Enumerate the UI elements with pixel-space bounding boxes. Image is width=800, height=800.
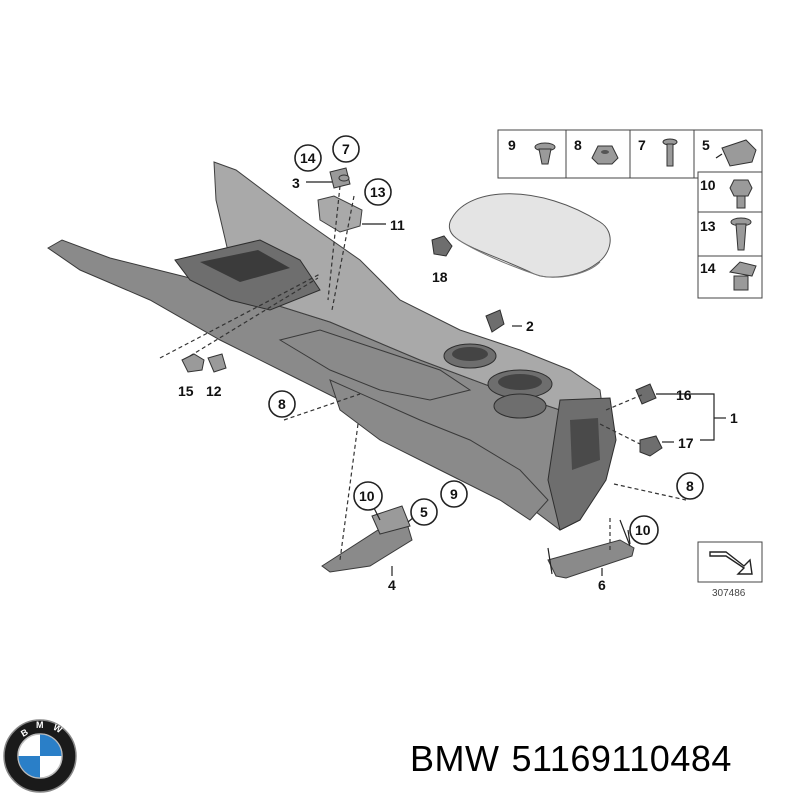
callout-4: 4	[388, 577, 396, 593]
callout-8-left: 8	[278, 396, 286, 412]
callout-7-top: 7	[342, 141, 350, 157]
clip-5-icon	[715, 139, 757, 167]
part-number: 51169110484	[511, 738, 732, 779]
bolt-10-icon	[729, 179, 753, 209]
reference-box: 307486	[697, 541, 763, 599]
clip-16	[635, 383, 657, 405]
callout-5-left: 5	[420, 504, 428, 520]
legend-label-14: 14	[700, 260, 716, 276]
armrest-lid	[448, 193, 611, 278]
reference-number: 307486	[712, 588, 746, 599]
nuts-15-12	[181, 353, 227, 373]
clip-2	[485, 309, 505, 333]
bracket-6	[547, 519, 635, 579]
callout-8-right: 8	[686, 478, 694, 494]
legend-label-7: 7	[638, 137, 646, 153]
clip-9-icon	[534, 142, 556, 165]
centre-console	[47, 161, 617, 531]
legend-label-9: 9	[508, 137, 516, 153]
callout-9-left: 9	[450, 486, 458, 502]
svg-text:B: B	[19, 727, 30, 739]
callout-17: 17	[678, 435, 694, 451]
callout-13-top: 13	[370, 184, 386, 200]
leader-lines	[159, 185, 687, 561]
legend-label-13: 13	[700, 218, 716, 234]
bracket-3	[329, 167, 351, 189]
bracket-4	[321, 505, 413, 573]
screw-13-icon	[730, 217, 752, 251]
legend-label-8: 8	[574, 137, 582, 153]
legend-top-row: 9 8 7 5 10 13 14	[497, 129, 763, 299]
callout-10-left: 10	[359, 488, 375, 504]
callout-15: 15	[178, 383, 194, 399]
brand-part-number: BMW 51169110484	[410, 738, 744, 780]
legend-label-5: 5	[702, 137, 710, 153]
callout-1: 1	[730, 410, 738, 426]
callouts: 14 7 3 13 11 18 2 15 12 8 16 1 17 8 10 5…	[178, 135, 738, 593]
clip-17	[639, 435, 663, 457]
bracket-11	[317, 195, 363, 233]
callout-14-top: 14	[300, 150, 316, 166]
screw-7-icon	[662, 138, 678, 167]
svg-text:M: M	[36, 720, 44, 730]
nut-14-icon	[728, 261, 757, 291]
callout-2: 2	[526, 318, 534, 334]
brand-name: BMW	[410, 738, 500, 779]
callout-16: 16	[676, 387, 692, 403]
callout-18: 18	[432, 269, 448, 285]
callout-12: 12	[206, 383, 222, 399]
callout-10-right: 10	[635, 522, 651, 538]
callout-11: 11	[390, 217, 405, 233]
callout-6: 6	[598, 577, 606, 593]
callout-3: 3	[292, 175, 300, 191]
legend-label-10: 10	[700, 177, 716, 193]
nut-8-icon	[591, 145, 619, 165]
clip-18	[431, 235, 453, 257]
bmw-logo-icon: B M W	[3, 719, 77, 793]
